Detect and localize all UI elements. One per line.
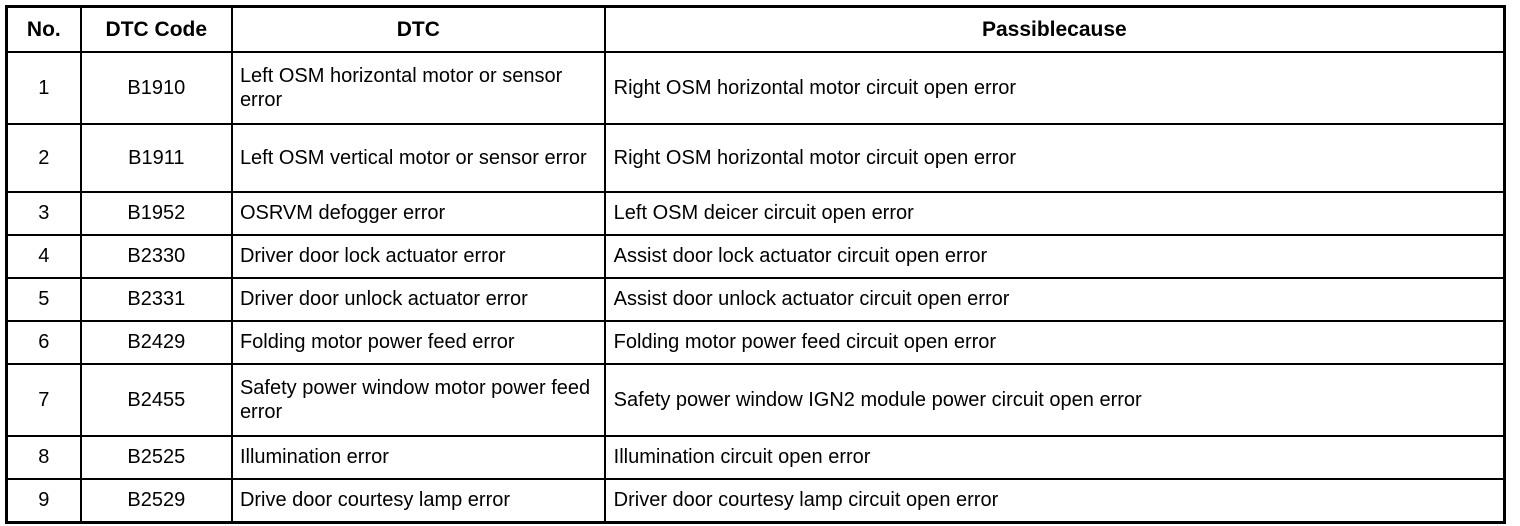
cell-dtc-code: B2330 [79, 234, 233, 279]
cell-dtc: Drive door courtesy lamp error [230, 478, 606, 523]
cell-passible-cause: Folding motor power feed circuit open er… [603, 320, 1506, 365]
cell-dtc: Folding motor power feed error [230, 320, 606, 365]
cell-no: 9 [5, 478, 82, 523]
table-row: 9 B2529 Drive door courtesy lamp error D… [5, 478, 1506, 523]
cell-dtc: Driver door unlock actuator error [230, 277, 606, 322]
cell-passible-cause: Illumination circuit open error [603, 435, 1506, 480]
column-header-dtc-code: DTC Code [79, 5, 233, 53]
table-row: 5 B2331 Driver door unlock actuator erro… [5, 277, 1506, 322]
table-row: 4 B2330 Driver door lock actuator error … [5, 234, 1506, 279]
cell-no: 1 [5, 51, 82, 125]
cell-dtc-code: B1910 [79, 51, 233, 125]
cell-dtc-code: B1911 [79, 123, 233, 193]
cell-no: 7 [5, 363, 82, 437]
column-header-dtc: DTC [230, 5, 606, 53]
cell-no: 2 [5, 123, 82, 193]
table-row: 2 B1911 Left OSM vertical motor or senso… [5, 123, 1506, 193]
table-row: 8 B2525 Illumination error Illumination … [5, 435, 1506, 480]
cell-passible-cause: Assist door lock actuator circuit open e… [603, 234, 1506, 279]
cell-no: 4 [5, 234, 82, 279]
column-header-passible-cause: Passiblecause [603, 5, 1506, 53]
cell-dtc: Driver door lock actuator error [230, 234, 606, 279]
table-row: 3 B1952 OSRVM defogger error Left OSM de… [5, 191, 1506, 236]
cell-passible-cause: Right OSM horizontal motor circuit open … [603, 51, 1506, 125]
cell-dtc: Left OSM vertical motor or sensor error [230, 123, 606, 193]
cell-passible-cause: Safety power window IGN2 module power ci… [603, 363, 1506, 437]
table-row: 7 B2455 Safety power window motor power … [5, 363, 1506, 437]
cell-no: 3 [5, 191, 82, 236]
table-body: 1 B1910 Left OSM horizontal motor or sen… [5, 51, 1506, 523]
cell-passible-cause: Assist door unlock actuator circuit open… [603, 277, 1506, 322]
cell-dtc-code: B2529 [79, 478, 233, 523]
cell-dtc-code: B1952 [79, 191, 233, 236]
cell-dtc-code: B2525 [79, 435, 233, 480]
cell-no: 8 [5, 435, 82, 480]
cell-dtc: OSRVM defogger error [230, 191, 606, 236]
table-header-row: No. DTC Code DTC Passiblecause [5, 5, 1506, 53]
cell-dtc-code: B2331 [79, 277, 233, 322]
cell-dtc: Safety power window motor power feed err… [230, 363, 606, 437]
table-row: 1 B1910 Left OSM horizontal motor or sen… [5, 51, 1506, 125]
column-header-no: No. [5, 5, 82, 53]
dtc-code-table: No. DTC Code DTC Passiblecause 1 B1910 L… [5, 5, 1506, 524]
cell-dtc-code: B2455 [79, 363, 233, 437]
cell-no: 6 [5, 320, 82, 365]
cell-dtc: Left OSM horizontal motor or sensor erro… [230, 51, 606, 125]
cell-dtc-code: B2429 [79, 320, 233, 365]
cell-no: 5 [5, 277, 82, 322]
cell-passible-cause: Driver door courtesy lamp circuit open e… [603, 478, 1506, 523]
cell-passible-cause: Left OSM deicer circuit open error [603, 191, 1506, 236]
table-header: No. DTC Code DTC Passiblecause [5, 5, 1506, 53]
table-row: 6 B2429 Folding motor power feed error F… [5, 320, 1506, 365]
cell-passible-cause: Right OSM horizontal motor circuit open … [603, 123, 1506, 193]
cell-dtc: Illumination error [230, 435, 606, 480]
